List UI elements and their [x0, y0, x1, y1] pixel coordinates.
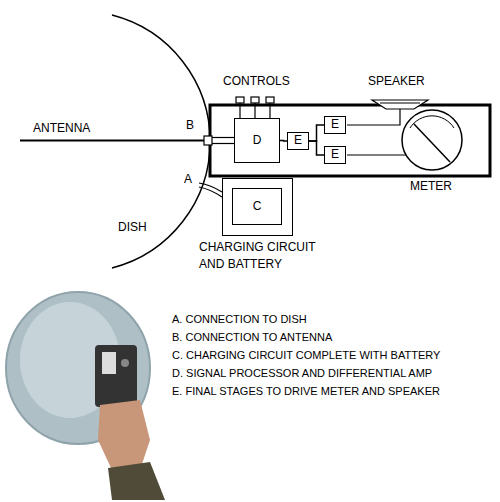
control-knob [251, 97, 259, 103]
circuit-box: E [324, 146, 346, 164]
circuit-box: D [234, 118, 280, 163]
box-letter: C [253, 200, 262, 214]
part-label: B [186, 119, 194, 133]
part-label: DISH [118, 221, 147, 235]
circuit-box: CCHARGING CIRCUIT AND BATTERY [222, 178, 293, 236]
speaker-symbol [380, 103, 420, 104]
circuit-box: E [324, 116, 346, 134]
box-letter: E [294, 134, 302, 148]
key-line: E. FINAL STAGES TO DRIVE METER AND SPEAK… [172, 385, 440, 398]
control-stem [269, 103, 270, 118]
box-letter: E [331, 118, 339, 132]
housing-outline [210, 105, 490, 176]
key-line: B. CONNECTION TO ANTENNA [172, 331, 332, 344]
part-label: A [184, 173, 192, 187]
handle-box [95, 345, 137, 407]
part-label: CONTROLS [223, 75, 290, 89]
control-stem [239, 103, 240, 118]
antenna-wire [212, 137, 234, 138]
hand-photo [98, 400, 150, 470]
key-line: A. CONNECTION TO DISH [172, 313, 307, 326]
meter-wire [347, 154, 406, 155]
signal-wire [309, 141, 324, 155]
antenna-rod [20, 140, 206, 142]
key-line: C. CHARGING CIRCUIT COMPLETE WITH BATTER… [172, 349, 440, 362]
circuit-box: C [232, 188, 282, 225]
meter-symbol [402, 110, 462, 170]
sleeve-photo [108, 462, 165, 500]
meter-needle [414, 124, 450, 162]
handle-panel [102, 352, 116, 374]
part-label: METER [410, 180, 452, 194]
device-photo [6, 292, 165, 500]
key-line: D. SIGNAL PROCESSOR AND DIFFERENTIAL AMP [172, 367, 432, 380]
signal-wire [280, 140, 287, 142]
control-knob [266, 97, 274, 103]
antenna-wire [212, 143, 234, 144]
antenna-connector [204, 136, 212, 145]
box-heading: CHARGING CIRCUIT AND BATTERY [199, 239, 339, 273]
box-letter: E [331, 148, 339, 162]
box-letter: D [253, 134, 262, 148]
control-stem [254, 103, 255, 118]
dish-wire [199, 187, 222, 197]
speaker-wire [347, 109, 400, 125]
part-label: SPEAKER [368, 75, 425, 89]
circuit-box: E [287, 132, 309, 150]
part-label: ANTENNA [33, 122, 90, 136]
signal-wire [309, 125, 324, 141]
control-knob [236, 97, 244, 103]
speaker-symbol [372, 100, 428, 109]
handle-knob [121, 359, 129, 367]
